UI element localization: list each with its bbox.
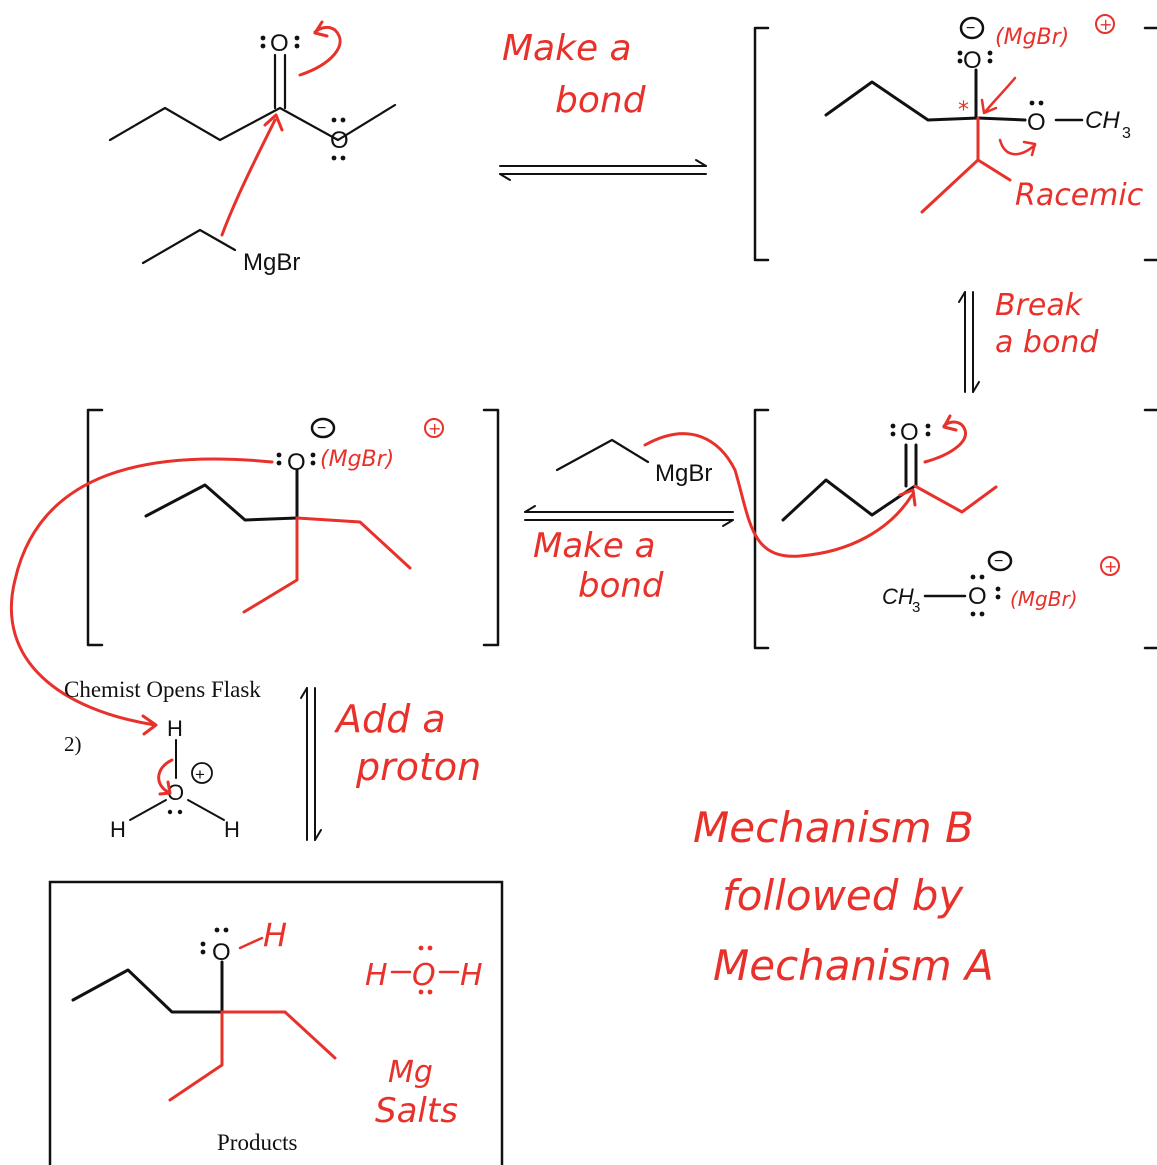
ether-oxygen: O [1027, 109, 1046, 136]
products-box [48, 880, 504, 1165]
equilibrium-arrow-1 [499, 159, 707, 181]
hydronium-h-top: H [167, 716, 183, 741]
second-attack-arrow [643, 432, 914, 558]
bracket-tetrahedral [753, 26, 1157, 262]
ethyl-grignard-2 [555, 438, 650, 472]
alkoxide-negative-icon [310, 417, 336, 439]
alkoxide-ethyl-1 [295, 516, 412, 570]
equilibrium-arrow-3 [524, 505, 734, 527]
step3-label-line2: bond [578, 566, 664, 606]
tetrahedral-intermediate [824, 68, 1027, 122]
hydronium-h-right: H [224, 817, 240, 842]
mechanism-line2: followed by [722, 871, 964, 920]
svg-text:−: − [966, 20, 975, 37]
svg-text:+: + [1099, 15, 1112, 34]
svg-text:−: − [317, 420, 326, 437]
water-oxygen: O [412, 958, 436, 993]
alkoxide-ethyl-2 [242, 516, 299, 614]
mg-salts-line2: Salts [375, 1091, 458, 1131]
step4-label-line1: Add a [333, 697, 446, 741]
ketone-pi-arrow [923, 420, 967, 464]
methoxide-oxygen: O [968, 583, 987, 610]
new-ethyl-group [920, 116, 980, 214]
chemist-opens-flask-label: Chemist Opens Flask [64, 677, 261, 702]
alkoxide-positive-icon [424, 418, 444, 438]
positive-charge-icon [1095, 14, 1115, 34]
svg-text:3: 3 [912, 599, 920, 616]
methyl-label: CH [1085, 107, 1120, 134]
svg-text:+: + [1104, 557, 1117, 576]
grignard-label-1: MgBr [243, 249, 300, 276]
step2-label-line1: Break [995, 288, 1084, 323]
product-hydrogen: H [263, 916, 287, 954]
ester-structure [108, 53, 397, 142]
step4-label-line2: proton [355, 745, 481, 789]
methoxide-negative-icon [987, 550, 1013, 572]
bracket-ketone [753, 408, 1157, 650]
svg-text:+: + [428, 419, 441, 438]
carbonyl-oxygen: O [270, 30, 289, 57]
mgbr-label-3: (MgBr) [1010, 587, 1078, 611]
negative-charge-icon [959, 16, 985, 40]
ester-oxygen: O [330, 127, 349, 154]
ketone-oxygen: O [900, 419, 919, 446]
products-label: Products [217, 1130, 298, 1155]
methoxide-methyl: CH [882, 584, 914, 609]
alkoxide-structure [144, 468, 299, 522]
mgbr-label-1: (MgBr) [995, 25, 1069, 50]
product-alcohol [71, 960, 224, 1014]
product-oxygen: O [212, 939, 231, 966]
product-ethyl-2 [168, 1010, 224, 1102]
tetrahedral-oxygen: O [963, 47, 982, 74]
svg-text:3: 3 [1122, 125, 1131, 142]
methoxide-positive-icon [1100, 556, 1120, 576]
hydronium-h-left: H [110, 817, 126, 842]
racemic-label: Racemic [1015, 178, 1144, 213]
chiral-marker: * [958, 98, 969, 123]
bracket-alkoxide [86, 408, 500, 647]
mgbr-label-2: (MgBr) [320, 447, 394, 472]
step1-label-line1: Make a [502, 28, 632, 69]
water-h-left: H [365, 958, 388, 993]
grignard-attack-arrow [220, 118, 277, 237]
reform-arrow [983, 76, 1017, 114]
step2-label-line2: a bond [995, 325, 1099, 360]
step-number: 2) [64, 732, 82, 756]
product-ethyl-1 [220, 1010, 337, 1060]
protonation-arrow [9, 457, 274, 727]
mechanism-line1: Mechanism B [693, 803, 974, 852]
mg-salts-line1: Mg [388, 1055, 433, 1090]
svg-text:−: − [994, 553, 1003, 570]
ketone-structure [781, 443, 918, 522]
equilibrium-arrow-2 [958, 291, 980, 393]
step1-label-line2: bond [555, 80, 647, 121]
alkoxide-oxygen: O [287, 449, 306, 476]
step3-label-line1: Make a [533, 526, 655, 566]
hydronium-oxygen: O [167, 780, 184, 805]
hydronium-positive-icon [191, 762, 213, 784]
pi-bond-arrow [298, 25, 342, 77]
water-h-right: H [460, 958, 483, 993]
grignard-label-2: MgBr [655, 460, 712, 487]
equilibrium-arrow-4 [300, 687, 322, 841]
mechanism-line3: Mechanism A [713, 941, 994, 990]
bond-break-arrow [157, 758, 174, 794]
svg-text:+: + [195, 765, 205, 784]
ethyl-grignard-1 [141, 228, 237, 265]
leave-arrow [998, 138, 1037, 156]
ketone-ethyl-group [913, 484, 998, 514]
